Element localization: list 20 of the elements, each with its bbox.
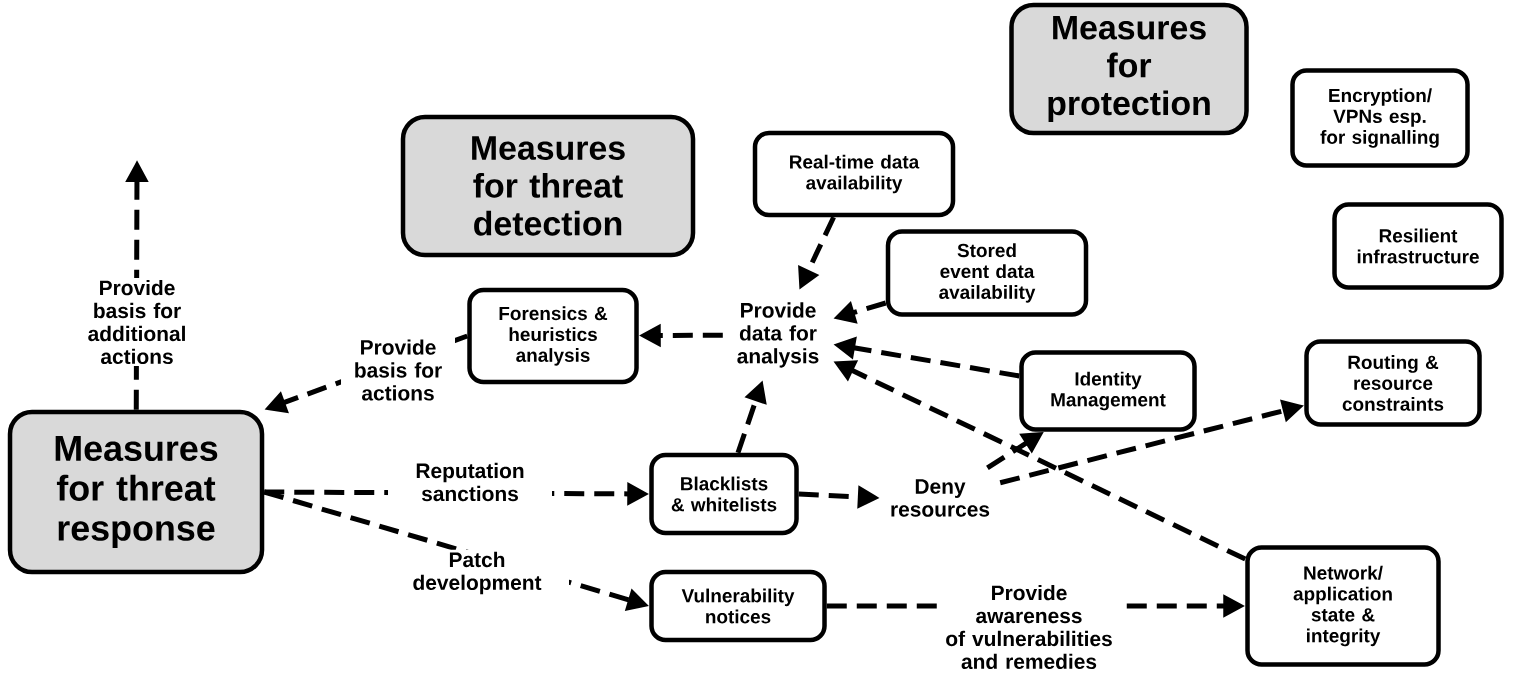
- process-box: Blacklists & whitelists: [649, 452, 799, 536]
- flow-text: Deny resources: [891, 479, 990, 517]
- edge-label: Provide awareness of vulnerabilities and remedies: [946, 584, 1112, 670]
- category-box: Measures for threat detection: [400, 114, 696, 258]
- process-box: Real-time data availability: [752, 130, 956, 218]
- process-box: Identity Management: [1019, 350, 1197, 432]
- process-box: Encryption/ VPNs esp. for signalling: [1290, 68, 1470, 168]
- edge-label: Patch development: [413, 551, 542, 595]
- edge-label: Reputation sanctions: [416, 462, 524, 502]
- process-box: Vulnerability notices: [649, 569, 827, 643]
- process-box: Network/ application state & integrity: [1245, 545, 1441, 667]
- process-box: Resilient infrastructure: [1332, 202, 1504, 290]
- category-box: Measures for protection: [1009, 2, 1249, 136]
- category-box: Measures for threat response: [7, 409, 265, 575]
- process-box: Forensics & heuristics analysis: [467, 287, 639, 385]
- process-box: Routing & resource constraints: [1304, 339, 1482, 427]
- process-box: Stored event data availability: [885, 229, 1089, 317]
- edge-label: Provide basis for additional actions: [88, 279, 185, 365]
- flow-text: Provide data for analysis: [737, 302, 819, 368]
- edge-label: Provide basis for actions: [355, 339, 442, 401]
